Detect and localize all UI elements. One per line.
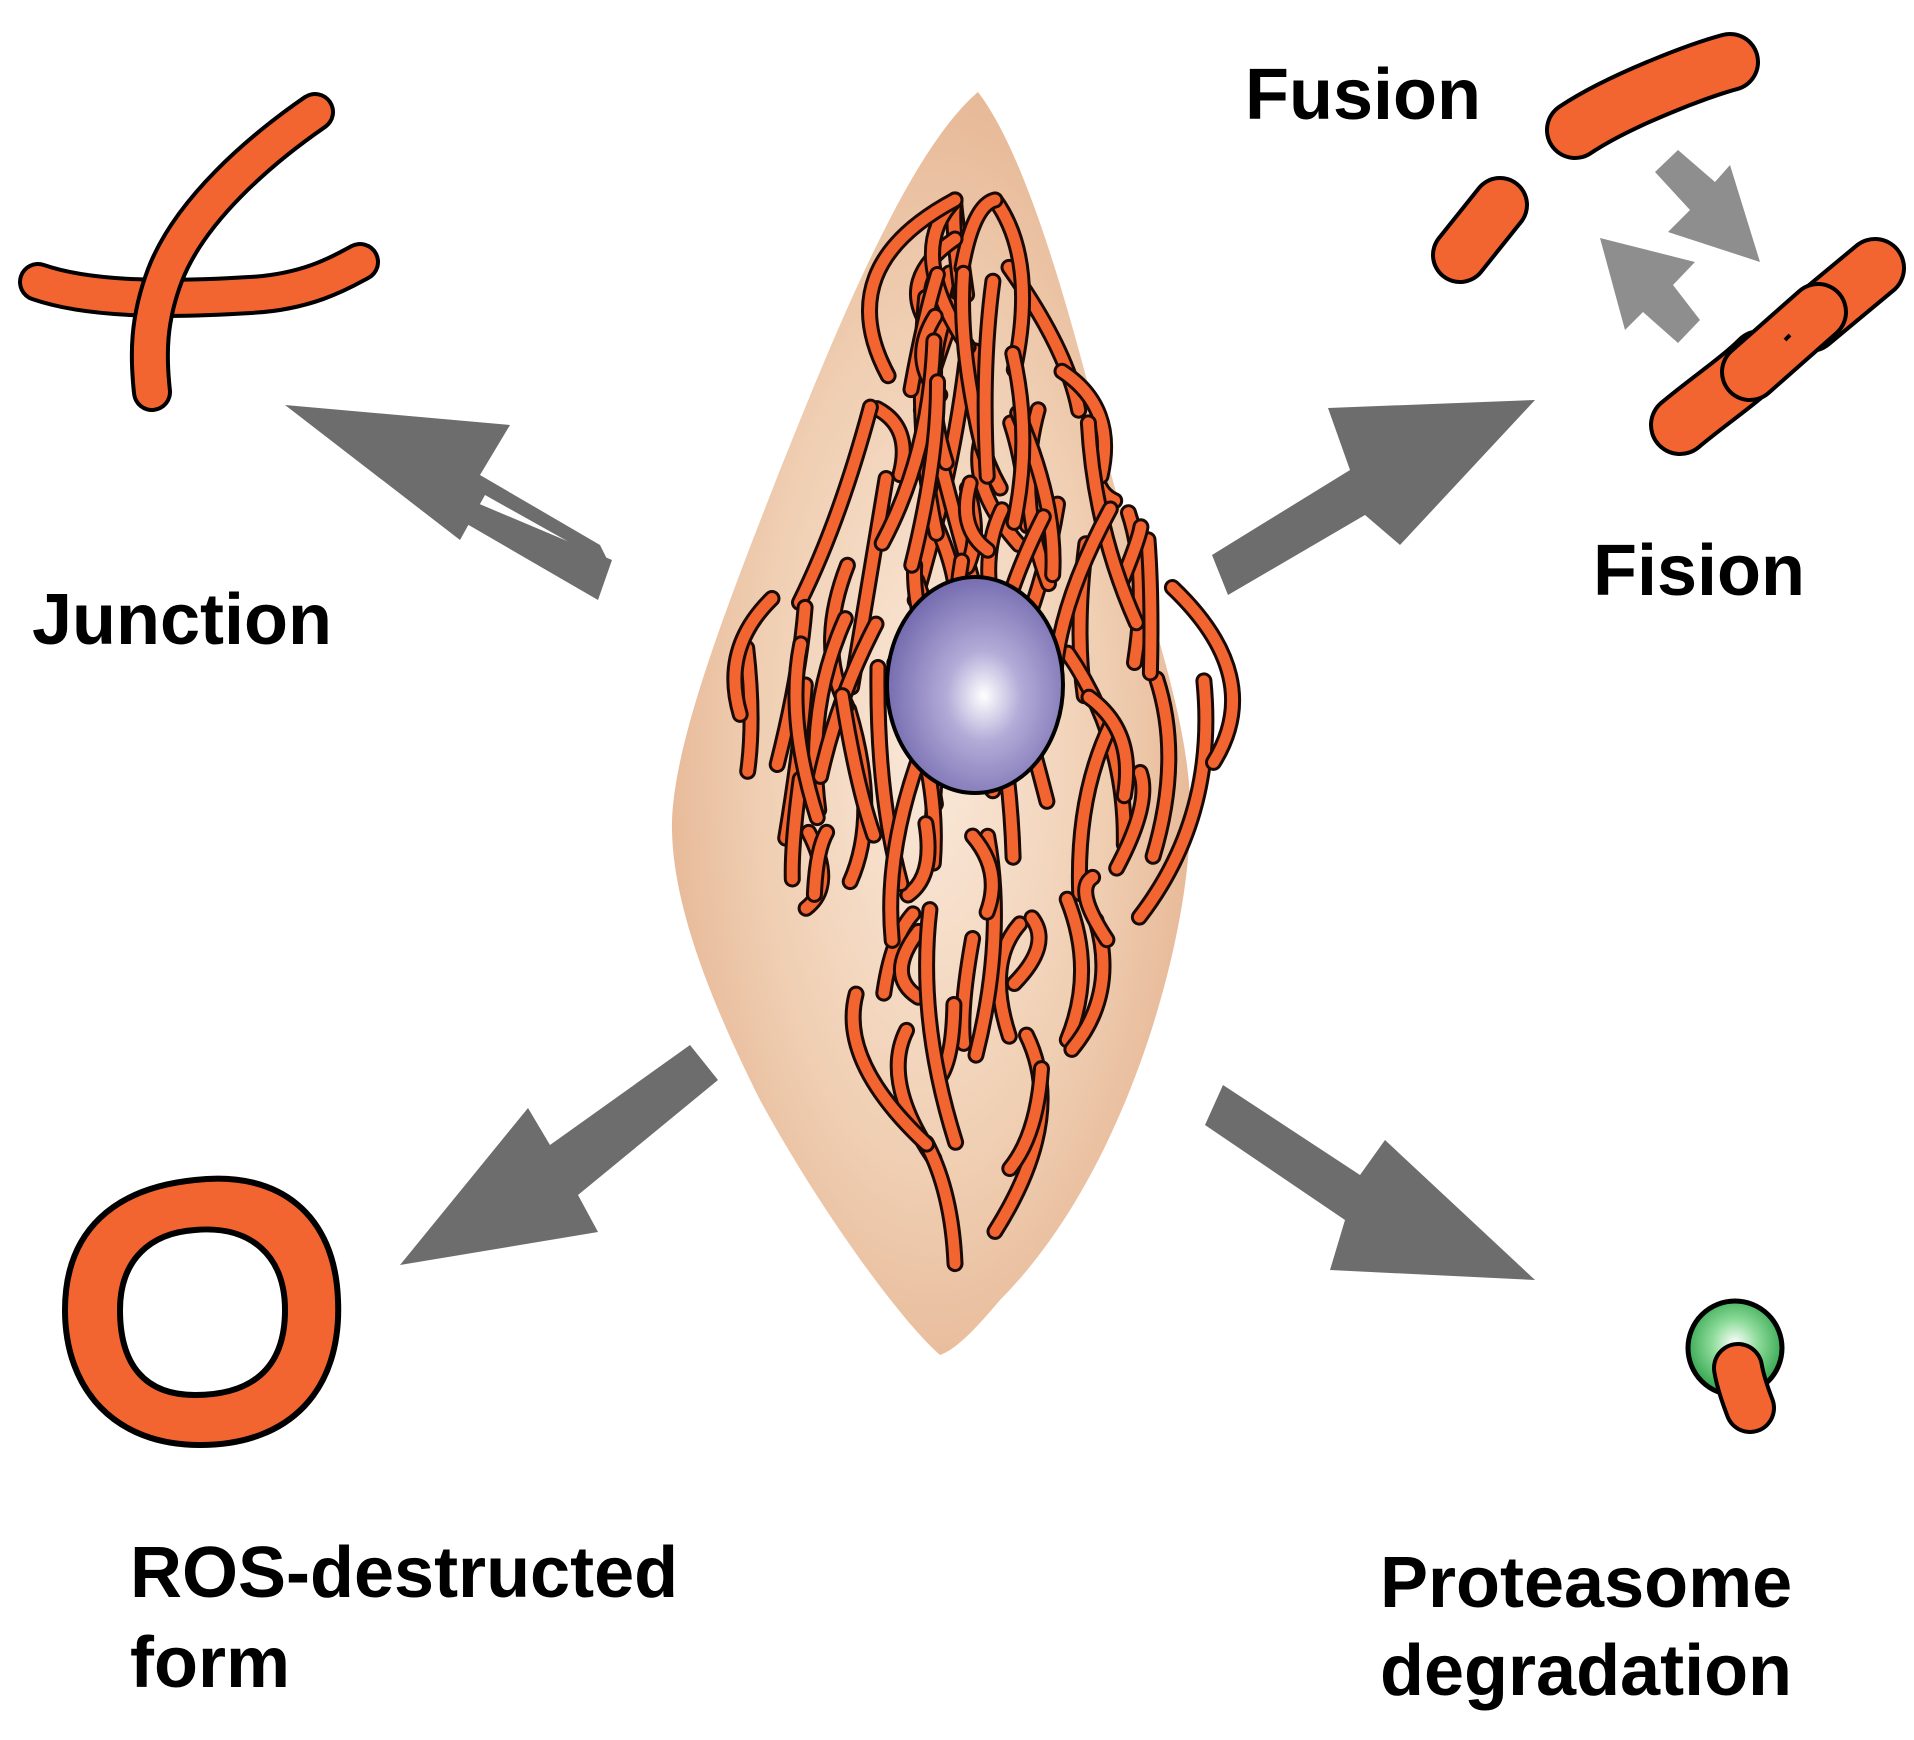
mitochondrion-strand <box>979 275 999 482</box>
fusion-small-arrow-icon <box>1655 150 1760 262</box>
mitochondrion-long-top <box>1545 32 1760 160</box>
mitochondrion-strand <box>790 638 823 824</box>
label-fusion: Fusion <box>1245 55 1481 135</box>
mitochondrion-dividing <box>1649 237 1906 456</box>
mitochondrion-strand <box>967 830 998 918</box>
nucleus-icon <box>885 575 1065 795</box>
mitochondrion-strand <box>794 401 876 608</box>
mitochondrion-strand <box>1111 767 1149 874</box>
label-fision: Fision <box>1593 531 1805 611</box>
mitochondrion-strand <box>836 690 880 841</box>
mitochondrion-strand <box>957 933 979 1049</box>
mitochondria-junction-icon <box>18 92 380 412</box>
arrow-to-fusion-fision <box>1212 400 1535 595</box>
mitochondrion-strand <box>1056 365 1111 482</box>
ring-mitochondrion-icon <box>61 1175 342 1449</box>
mitochondrion-strand <box>1147 673 1175 862</box>
label-proteasome-line1: Proteasome <box>1380 1543 1793 1623</box>
mitochondrion-strand <box>847 988 932 1150</box>
mitochondrion-strand <box>993 918 1026 1042</box>
mitochondrion-strand <box>1073 719 1117 899</box>
mitochondrion-strand <box>1008 912 1045 989</box>
mitochondrion-strand <box>786 773 806 885</box>
mitochondrion-strand <box>902 818 934 901</box>
label-junction: Junction <box>32 580 332 660</box>
mitochondrion-strand <box>895 925 924 1003</box>
mitochondrion-strand <box>808 826 833 900</box>
label-ros-line2: form <box>130 1623 290 1703</box>
mitochondrion-strand <box>741 642 757 777</box>
proteasome-icon <box>1685 1298 1785 1434</box>
arrow-to-ros-form <box>400 1045 718 1265</box>
fusion-fision-cycle-icon <box>1431 32 1906 456</box>
mitochondrion-small-fragment <box>1431 176 1529 284</box>
mitochondrion-strand <box>729 593 778 720</box>
mitochondrion-strand <box>920 1137 961 1270</box>
arrow-to-junction <box>285 405 612 600</box>
mitochondrion-strand <box>1083 691 1133 802</box>
mitochondrion-strand <box>906 376 944 571</box>
fision-small-arrow-icon <box>1600 238 1700 343</box>
mitochondrion-strand <box>956 194 1001 274</box>
mitochondrion-strand <box>960 477 994 556</box>
mitochondrion-strand <box>876 335 940 549</box>
mitochondrion-strand <box>1080 871 1113 946</box>
mitochondrion-strand <box>1142 534 1157 679</box>
mitochondrion-strand <box>1133 675 1212 923</box>
center-cell-icon <box>671 92 1241 1355</box>
mitochondrion-strand <box>989 194 1029 376</box>
mitochondrion-strand <box>1061 893 1087 1046</box>
mitochondrion-strand <box>921 904 962 1148</box>
label-ros-line1: ROS-destructed <box>130 1533 679 1613</box>
mitochondrion-strand <box>864 194 961 382</box>
mitochondrion-strand <box>1166 582 1238 768</box>
arrow-to-proteasome <box>1205 1085 1535 1280</box>
mitochondrion-strand <box>1007 348 1029 528</box>
label-proteasome-line2: degradation <box>1380 1631 1793 1711</box>
mitochondrion-strand <box>1004 1063 1047 1174</box>
mitochondrion-strand <box>871 403 909 481</box>
mitochondrial-network <box>726 191 1241 1273</box>
